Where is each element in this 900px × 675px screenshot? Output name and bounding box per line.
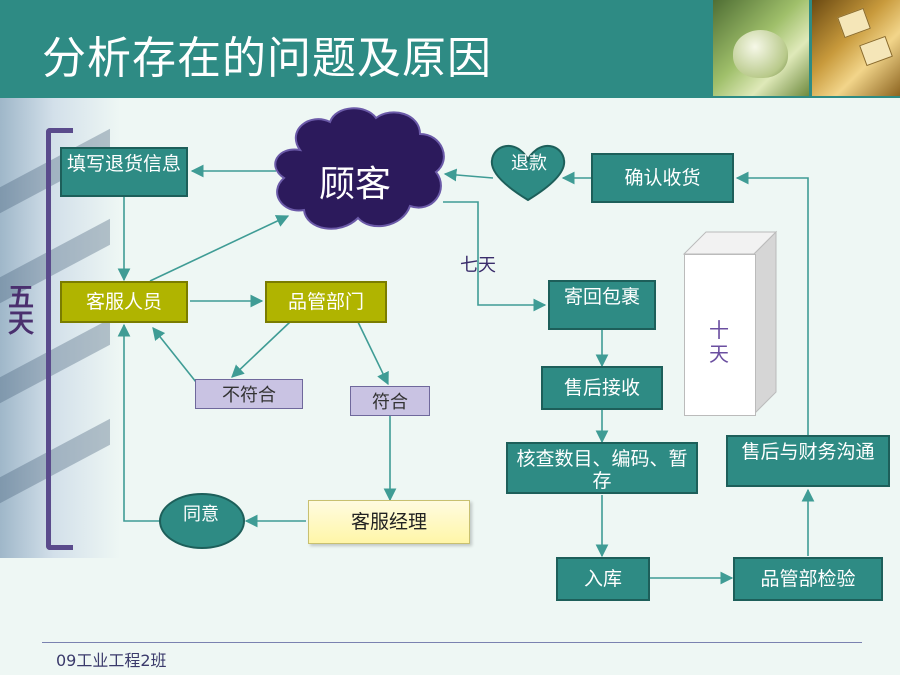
arrow-not-to-cs	[152, 326, 197, 383]
check-items-box: 核查数目、编码、暂存	[506, 442, 698, 494]
seven-days-label: 七天	[460, 255, 496, 276]
mouse-icon	[733, 30, 788, 78]
pillar-side	[753, 230, 777, 416]
quality-inspection-box: 品管部检验	[733, 557, 883, 601]
arrow-qd-to-conform	[357, 321, 389, 386]
arrow-qd-to-not	[231, 321, 291, 378]
send-back-box: 寄回包裹	[548, 280, 656, 330]
ten-days-pillar	[684, 254, 756, 416]
bracket	[46, 128, 73, 550]
warehouse-in-box: 入库	[556, 557, 650, 601]
arrow-finance-to-confirm	[735, 171, 809, 435]
side-label: 五天	[7, 283, 34, 339]
quality-dept-box: 品管部门	[265, 281, 387, 323]
customer-cloud	[274, 107, 445, 230]
footer-divider	[42, 642, 862, 643]
conform-box: 符合	[350, 386, 430, 416]
arrow-agree-to-cs	[117, 323, 160, 522]
cs-manager-box: 客服经理	[308, 500, 470, 544]
not-conform-box: 不符合	[195, 379, 303, 409]
customer-service-box: 客服人员	[60, 281, 188, 323]
page-title: 分析存在的问题及原因	[42, 33, 492, 84]
refund-label: 退款	[511, 153, 547, 174]
customer-label: 顾客	[318, 164, 391, 205]
arrow-cs-to-customer	[149, 215, 290, 282]
keyboard-photo	[812, 0, 900, 96]
agree-label: 同意	[183, 504, 219, 525]
after-sales-receive-box: 售后接收	[541, 366, 663, 410]
refund-heart	[490, 144, 566, 202]
after-sales-finance-box: 售后与财务沟通	[726, 435, 890, 487]
arrow-refund-to-customer	[443, 168, 494, 182]
fill-return-info-box: 填写退货信息	[60, 147, 188, 197]
ten-days-label: 十天	[709, 318, 729, 366]
footer-text: 09工业工程2班	[56, 651, 167, 670]
agree-oval	[159, 493, 245, 549]
arrow-customer-to-send	[443, 201, 547, 312]
confirm-receipt-box: 确认收货	[591, 153, 734, 203]
mouse-photo	[713, 0, 809, 96]
